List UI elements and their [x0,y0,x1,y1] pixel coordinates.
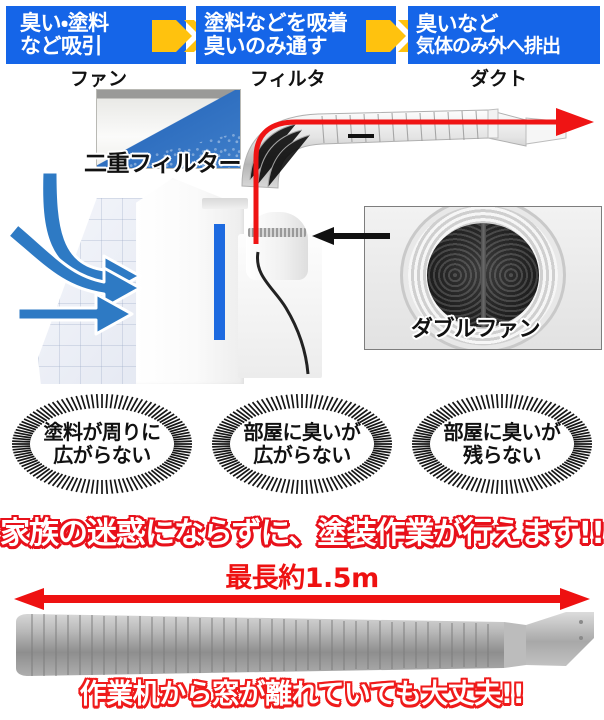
benefit-badge-3-line2: 残らない [463,443,542,467]
main-headline: 家族の迷惑にならずに、塗装作業が行えます!! [0,516,604,551]
fan-callout-line [348,134,374,138]
starburst-icon-2 [212,394,392,494]
spray-booth-machine [30,178,320,386]
flow-step-filter-line2: 臭いのみ通す [204,34,328,58]
duct-hose-photo [16,612,594,676]
machine-body [136,178,244,384]
fan-pointer-arrow-icon [312,227,390,245]
flow-step-duct: 臭いなど 気体のみ外へ排出 [408,6,600,64]
fan-callout-label: ダブルファン [411,317,541,342]
flow-step-fan-line1: 臭い・塗料 [20,11,109,36]
fan-blade-left [427,223,483,328]
exhaust-flow-arrow-icon [253,108,594,244]
flow-step-duct-line2: 気体のみ外へ排出 [416,35,561,58]
power-cord [256,251,310,375]
bottom-headline: 作業机から窓が離れていても大丈夫!! [79,679,525,710]
fan-blade-right [483,223,539,328]
flow-step-filter-line1: 塗料などを吸着 [204,11,348,36]
flow-step-fan-line2: など吸引 [20,34,103,58]
length-double-arrow-icon [14,588,590,610]
flow-step-duct-line1: 臭いなど [416,12,499,37]
benefit-badge-1: 塗料が周りに 広がらない [2,392,202,496]
airflow-arrows-icon [6,172,142,336]
flow-step-filter: 塗料などを吸着 臭いのみ通す [196,6,396,64]
benefit-badge-2-line1: 部屋に臭いが [243,419,362,444]
benefit-badge-2-text: 部屋に臭いが 広がらない [202,392,402,496]
length-label: 最長約1.5m [225,563,379,594]
starburst-icon-3 [412,394,592,494]
starburst-icon-1 [12,394,192,494]
flow-label-duct: ダクト [470,68,528,90]
machine-blue-indicator-bar [214,224,225,340]
benefit-badge-2-line2: 広がらない [253,443,351,467]
fan-duct-ring [408,207,558,346]
product-photo-stage: 二重フィルター ダブルファン [0,86,604,386]
fan-inset-photo: ダブルファン [364,206,602,350]
benefit-badge-2: 部屋に臭いが 広がらない [202,392,402,496]
fan-center-divider [480,223,486,328]
benefit-badge-1-text: 塗料が周りに 広がらない [2,392,202,496]
benefit-badge-3-text: 部屋に臭いが 残らない [402,392,602,496]
benefit-badge-1-line1: 塗料が周りに [43,419,162,444]
filter-callout-label: 二重フィルター [84,151,242,177]
flow-label-filter: フィルタ [250,68,326,90]
filter-inset-photo [96,89,241,169]
machine-top-vent [202,198,248,209]
duct-clamp-band [248,228,306,237]
benefit-badge-3: 部屋に臭いが 残らない [402,392,602,496]
process-flow-header: 臭い・塗料 など吸引 塗料などを吸着 臭いのみ通す 臭いなど 気体のみ外へ排出 [0,0,604,90]
benefit-badge-3-line1: 部屋に臭いが [443,419,562,444]
flow-label-fan: ファン [70,68,128,90]
benefit-badges: 塗料が周りに 広がらない 部屋に臭いが 広がらない [0,392,604,500]
fan-blades [427,223,539,328]
benefit-badge-1-line2: 広がらない [53,443,151,467]
